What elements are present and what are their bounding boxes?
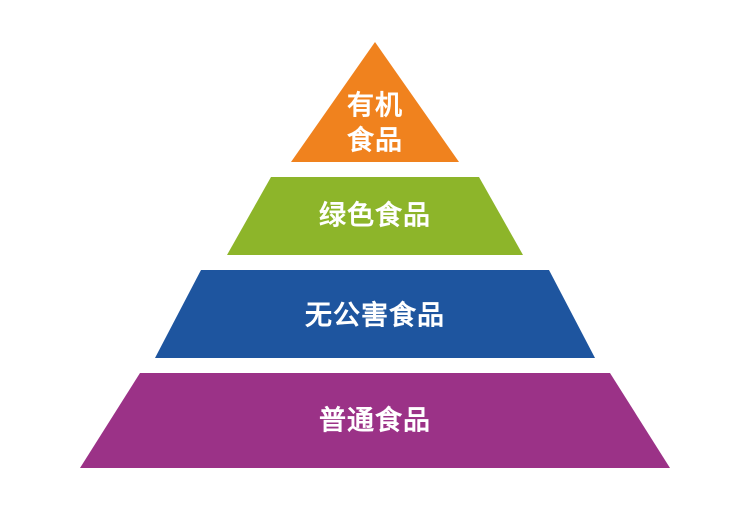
tier-organic-label-line1: 有机 <box>347 91 403 122</box>
tier-green-shape <box>227 177 523 255</box>
tier-pollution-free-label: 无公害食品 <box>305 300 445 332</box>
tier-ordinary-shape <box>80 373 670 468</box>
tier-ordinary: 普通食品 <box>80 373 670 468</box>
tier-pollution-free: 无公害食品 <box>155 270 595 358</box>
tier-organic-label-line2: 食品 <box>347 125 403 157</box>
tier-green-label: 绿色食品 <box>319 200 431 232</box>
tier-organic: 有机 食品 <box>291 42 459 162</box>
tier-organic-shape <box>291 42 459 162</box>
tier-pollution-free-shape <box>155 270 595 358</box>
tier-green: 绿色食品 <box>227 177 523 255</box>
tier-ordinary-label: 普通食品 <box>319 405 431 437</box>
